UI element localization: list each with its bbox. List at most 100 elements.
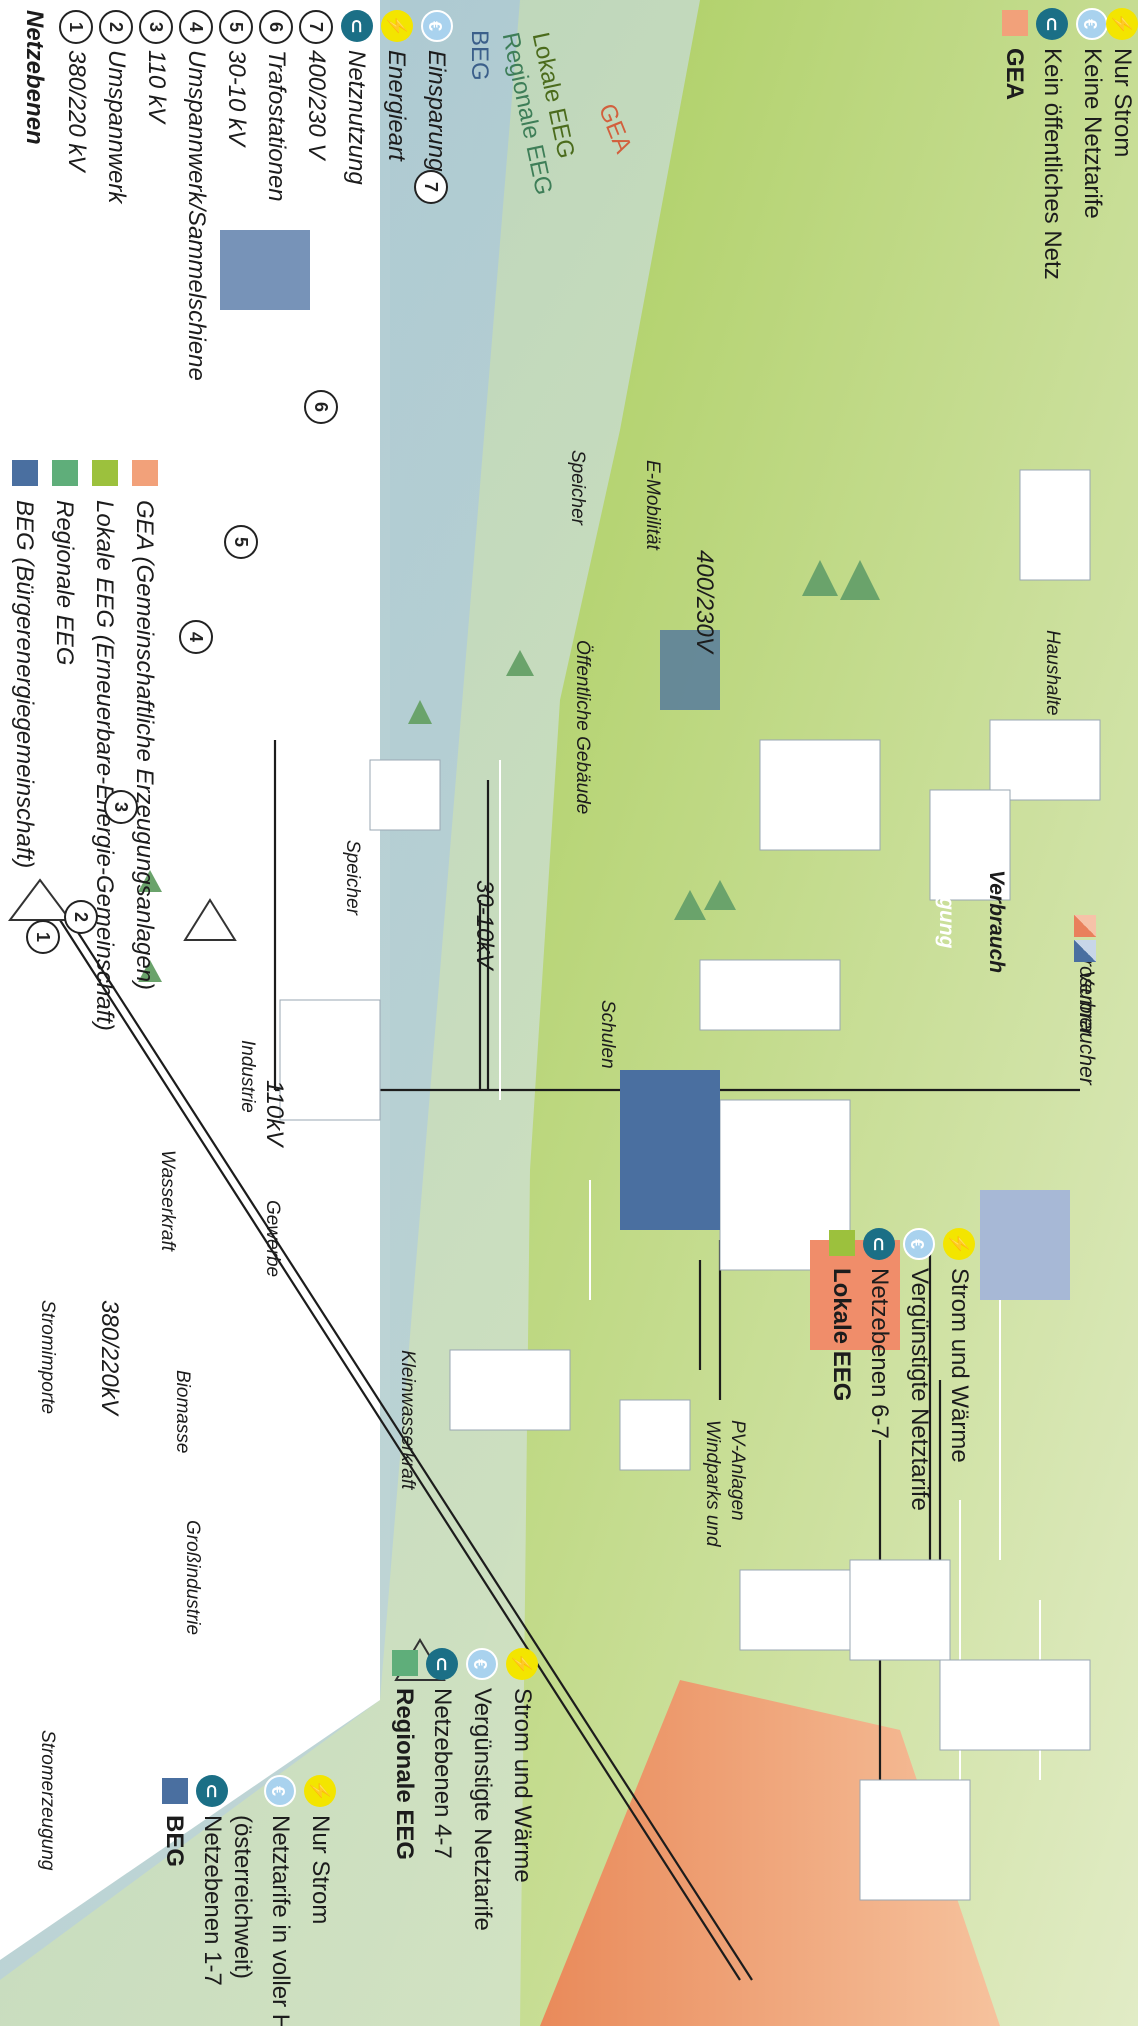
label-erzeugung: Erzeugung — [935, 840, 958, 949]
regional-legend-label: Regionale EEG — [51, 500, 78, 666]
gea-zone — [540, 1680, 1000, 2026]
lokal-item-1: Netzebenen 6-7 — [866, 1268, 893, 1439]
beg-swatch — [12, 460, 38, 486]
grid-badge-3: 3 — [104, 790, 138, 824]
grid-badge-4: 4 — [179, 620, 213, 654]
trees — [138, 560, 880, 982]
gea-box-swatch — [1002, 10, 1028, 36]
beg-item-3: Netztarife in voller Höhe — [267, 1815, 294, 2026]
regional-item-2: Vergünstigte Netztarife — [469, 1688, 496, 1931]
beg-eur-icon: € — [264, 1775, 296, 1807]
legend-area — [0, 0, 380, 1960]
level-3-badge: 3 — [139, 10, 173, 44]
level-3-label: 110 kV — [143, 50, 170, 123]
gea-swatch — [132, 460, 158, 486]
voltage-400: 400/230V — [691, 550, 718, 653]
energieart-label: Energieart — [383, 50, 410, 161]
lokal-box-title: Lokale EEG — [828, 1268, 855, 1402]
beg-item-2: (österreichweit) — [229, 1815, 256, 1980]
label-kleinwasserkraft: Kleinwasserkraft — [397, 1350, 418, 1490]
level-2-label: Umspannwerk — [103, 50, 130, 204]
grid-lines — [59, 740, 1080, 1981]
legend-title: Netzebenen — [21, 10, 48, 145]
label-stromimporte: Stromimporte — [37, 1300, 58, 1415]
lokal-box-swatch — [829, 1230, 855, 1256]
label-schulen: Schulen — [597, 1000, 618, 1069]
label-speicher-2: Speicher — [567, 450, 588, 525]
beg-item-1: Netzebenen 1-7 — [199, 1815, 226, 1986]
label-stromerzeugung: Stromerzeugung — [37, 1730, 58, 1871]
level-1-badge: 1 — [59, 10, 93, 44]
beg-box-title: BEG — [161, 1815, 188, 1868]
beg-legend-label: BEG (Bürgerenergiegemeinschaft) — [11, 500, 38, 869]
label-speicher-1: Speicher — [342, 840, 363, 915]
label-grossindustrie: Großindustrie — [182, 1520, 203, 1636]
voltage-110: 110kV — [261, 1080, 288, 1147]
grid-badge-1: 1 — [26, 920, 60, 954]
level-6-label: Trafostationen — [263, 50, 290, 202]
gea-item-2: Keine Netztarife — [1079, 48, 1106, 219]
level-1-label: 380/220 kV — [63, 50, 90, 172]
level-6-badge: 6 — [259, 10, 293, 44]
lokal-item-2: Vergünstigte Netztarife — [906, 1268, 933, 1511]
grid-badge-5: 5 — [224, 525, 258, 559]
beg-netz-icon: ⊂ — [196, 1775, 228, 1807]
gea-item-1: Kein öffentliches Netz — [1039, 48, 1066, 280]
einsparung-icon: € — [421, 10, 453, 42]
zone-gea-label: GEA — [592, 100, 637, 158]
beg-item-4: Nur Strom — [307, 1815, 334, 1925]
lokal-bolt-icon: ⚡ — [943, 1228, 975, 1260]
regional-item-3: Strom und Wärme — [509, 1688, 536, 1883]
grid-badge-6: 6 — [304, 390, 338, 424]
label-windparks-1: Windparks und — [702, 1420, 723, 1547]
gea-legend-label: GEA (Gemeinschaftliche Erzeugungsanlagen… — [131, 500, 158, 991]
label-oeffentliche: Öffentliche Gebäude — [572, 640, 593, 815]
regional-swatch — [52, 460, 78, 486]
gea-eur-icon: € — [1076, 8, 1108, 40]
verbraucher-marker — [1074, 940, 1096, 962]
beg-box-swatch — [162, 1778, 188, 1804]
beg-bolt-icon: ⚡ — [304, 1775, 336, 1807]
label-wasserkraft: Wasserkraft — [157, 1150, 178, 1252]
regional-netz-icon: ⊂ — [426, 1648, 458, 1680]
label-industrie: Industrie — [237, 1040, 258, 1113]
lokal-eur-icon: € — [903, 1228, 935, 1260]
voltage-30: 30-10kV — [471, 880, 498, 970]
energieart-icon: ⚡ — [381, 10, 413, 42]
grid-badge-7: 7 — [414, 170, 448, 204]
gea-box-title: GEA — [1001, 48, 1028, 101]
grid-badge-2: 2 — [64, 900, 98, 934]
gea-netz-icon: ⊂ — [1036, 8, 1068, 40]
level-7-label: 400/230 V — [303, 50, 330, 160]
netznutzung-icon: ⊂ — [341, 10, 373, 42]
buildings — [220, 230, 1101, 1901]
regional-bolt-icon: ⚡ — [506, 1648, 538, 1680]
regional-eur-icon: € — [466, 1648, 498, 1680]
regional-box-swatch — [392, 1650, 418, 1676]
label-windparks-2: PV-Anlagen — [727, 1420, 748, 1521]
lokal-netz-icon: ⊂ — [863, 1228, 895, 1260]
label-verbrauch: Verbrauch — [985, 870, 1008, 974]
lokal-legend-label: Lokale EEG (Erneuerbare-Energie-Gemeinsc… — [91, 500, 118, 1031]
prosumer-marker — [1074, 915, 1096, 937]
lokal-item-3: Strom und Wärme — [946, 1268, 973, 1463]
gea-item-3: Nur Strom — [1109, 48, 1136, 158]
level-2-badge: 2 — [99, 10, 133, 44]
lokal-swatch — [92, 460, 118, 486]
voltage-380: 380/220kV — [96, 1300, 123, 1415]
regional-box-title: Regionale EEG — [391, 1688, 418, 1861]
label-haushalte: Haushalte — [1042, 630, 1063, 716]
level-4-label: Umspannwerk/Sammelschiene — [183, 50, 210, 381]
netznutzung-label: Netznutzung — [343, 50, 370, 185]
level-7-badge: 7 — [299, 10, 333, 44]
zone-beg-label: BEG — [466, 30, 493, 81]
gea-bolt-icon: ⚡ — [1106, 8, 1138, 40]
label-biomasse: Biomasse — [172, 1370, 193, 1454]
level-5-label: 30-10 kV — [223, 50, 250, 147]
label-gewerbe: Gewerbe — [262, 1200, 283, 1278]
label-verbraucher: Verbraucher — [1075, 970, 1098, 1085]
level-4-badge: 4 — [179, 10, 213, 44]
